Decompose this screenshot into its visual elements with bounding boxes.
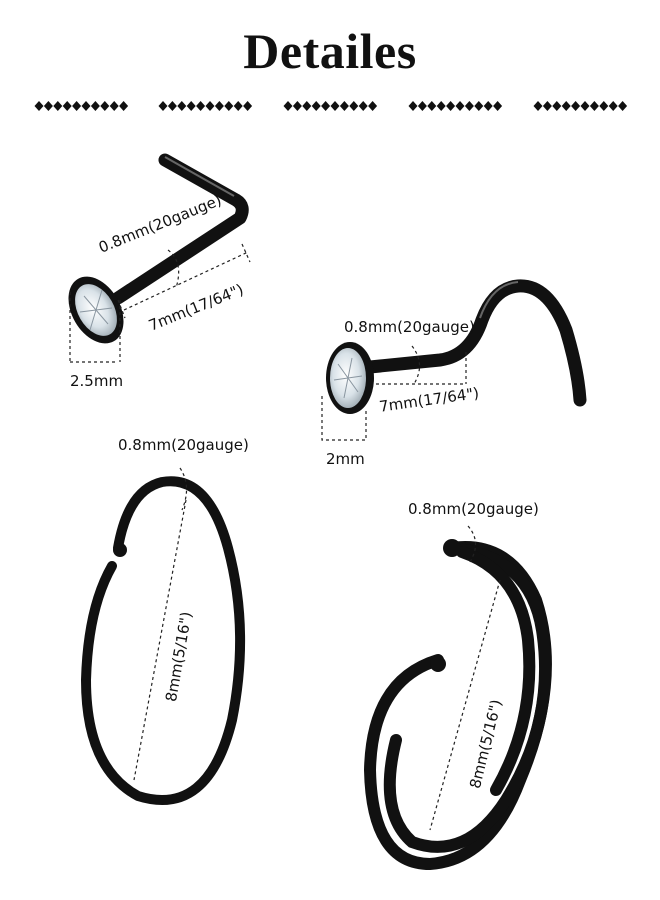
diamond-icon: [81, 101, 91, 111]
diamond-icon: [427, 101, 437, 111]
diamond-icon: [608, 101, 618, 111]
diamond-icon: [483, 101, 493, 111]
gauge-label-screw-stud: 0.8mm(20gauge): [344, 318, 475, 336]
diamond-icon: [62, 101, 72, 111]
diamond-icon: [321, 101, 331, 111]
diamond-icon: [119, 101, 129, 111]
diamond-icon: [580, 101, 590, 111]
open-hoop: [80, 467, 246, 805]
diamond-icon: [618, 101, 628, 111]
diamond-icon: [533, 101, 543, 111]
diamond-icon: [542, 101, 552, 111]
diamond-divider: [34, 101, 628, 111]
diamond-icon: [167, 101, 177, 111]
diamond-icon: [214, 101, 224, 111]
diamond-icon: [90, 101, 100, 111]
diamond-icon: [302, 101, 312, 111]
gauge-label-spiral-hoop: 0.8mm(20gauge): [408, 500, 539, 518]
diamond-icon: [552, 101, 562, 111]
diamond-icon: [474, 101, 484, 111]
diamond-icon: [53, 101, 63, 111]
diamond-icon: [224, 101, 234, 111]
diamond-icon: [233, 101, 243, 111]
diamond-icon: [292, 101, 302, 111]
diamond-icon: [186, 101, 196, 111]
screw-stud: [321, 279, 587, 441]
diamond-icon: [561, 101, 571, 111]
l-shape-stud: [68, 153, 251, 363]
diamond-icon: [283, 101, 293, 111]
diamond-icon: [196, 101, 206, 111]
diamond-icon: [417, 101, 427, 111]
page-title: Detailes: [243, 23, 417, 79]
diamond-icon: [408, 101, 418, 111]
diamond-icon: [34, 101, 44, 111]
diamond-icon: [446, 101, 456, 111]
diamond-icon: [455, 101, 465, 111]
diamond-icon: [243, 101, 253, 111]
gem-stone-icon: [68, 276, 124, 344]
diamond-icon: [493, 101, 503, 111]
diamond-icon: [311, 101, 321, 111]
stone-size-label-screw-stud: 2mm: [326, 450, 365, 468]
spiral-hoop: [363, 525, 552, 871]
diamond-icon: [349, 101, 359, 111]
gem-stone-icon: [326, 342, 374, 414]
stone-size-label-l-stud: 2.5mm: [70, 372, 124, 390]
diamond-icon: [368, 101, 378, 111]
diamond-icon: [339, 101, 349, 111]
diamond-icon: [109, 101, 119, 111]
diamond-icon: [464, 101, 474, 111]
diamond-icon: [330, 101, 340, 111]
diamond-icon: [358, 101, 368, 111]
diamond-icon: [599, 101, 609, 111]
diamond-icon: [571, 101, 581, 111]
diamond-icon: [589, 101, 599, 111]
diamond-icon: [436, 101, 446, 111]
diamond-icon: [158, 101, 168, 111]
diamond-icon: [72, 101, 82, 111]
diamond-icon: [100, 101, 110, 111]
gauge-label-open-hoop: 0.8mm(20gauge): [118, 436, 249, 454]
diamond-icon: [205, 101, 215, 111]
diamond-icon: [177, 101, 187, 111]
diamond-icon: [43, 101, 53, 111]
